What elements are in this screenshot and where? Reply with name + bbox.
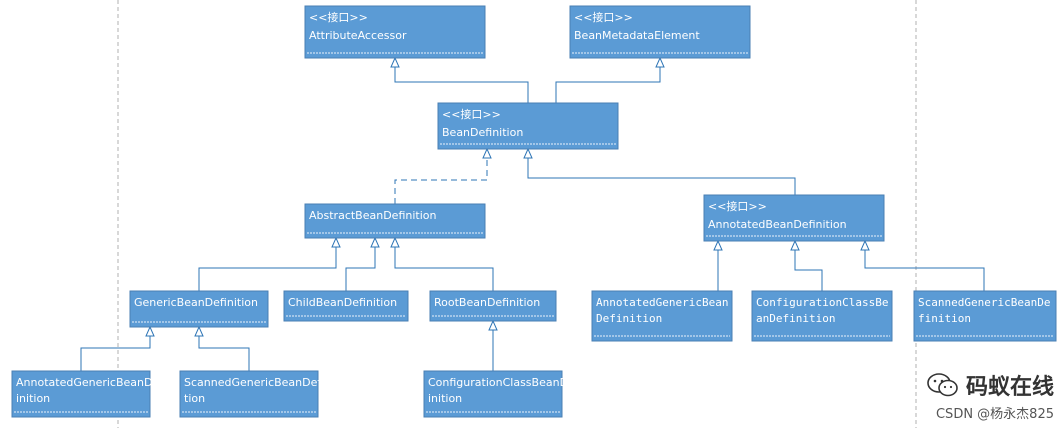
edge-scannedGenericBeanDefinitionLeft-to-genericBeanDefinition: [194, 325, 250, 371]
class-name-line: BeanDefinition: [442, 126, 523, 139]
class-name-line: inition: [16, 392, 50, 405]
class-name-line: AbstractBeanDefinition: [309, 209, 436, 222]
class-name-line: GenericBeanDefinition: [134, 296, 258, 309]
edge-configurationClassBeanDefinitionBottom-to-rootBeanDefinition: [488, 319, 498, 371]
class-box: [703, 194, 885, 242]
edge-annotatedGenericBeanDefinitionLeft-to-genericBeanDefinition: [80, 325, 155, 371]
class-box: [591, 290, 733, 342]
edge-line: [555, 58, 661, 103]
inheritance-arrowhead-icon: [488, 319, 498, 331]
class-node-childBeanDefinition[interactable]: ChildBeanDefinition: [283, 290, 409, 322]
class-name-line: AnnotatedGenericBean: [596, 296, 728, 309]
edge-rootBeanDefinition-to-abstractBeanDefinition: [390, 236, 494, 291]
edge-abstractBeanDefinition-to-beanDefinition: [394, 147, 492, 204]
inheritance-arrowhead-icon: [390, 56, 400, 68]
stereotype-label: <<接口>>: [442, 108, 501, 121]
class-box: [129, 290, 269, 328]
stereotype-label: <<接口>>: [708, 200, 767, 213]
class-node-abstractBeanDefinition[interactable]: AbstractBeanDefinition: [304, 203, 486, 239]
edge-annotatedGenericBeanDefinitionRight-to-annotatedBeanDefinition: [713, 239, 723, 291]
inheritance-edges: [80, 56, 985, 371]
edge-configurationClassBeanDefinitionRight-to-annotatedBeanDefinition: [790, 239, 823, 291]
inheritance-arrowhead-icon: [860, 239, 870, 251]
inheritance-arrowhead-icon: [370, 236, 380, 248]
edge-scannedGenericBeanDefinitionRight-to-annotatedBeanDefinition: [860, 239, 985, 291]
class-box: [751, 290, 893, 342]
edge-genericBeanDefinition-to-abstractBeanDefinition: [198, 236, 341, 291]
class-node-configurationClassBeanDefinitionBottom[interactable]: ConfigurationClassBeanDef inition: [423, 370, 580, 418]
wechat-icon: [927, 373, 958, 397]
class-name-line: finition: [918, 312, 971, 325]
edge-line: [394, 238, 494, 291]
class-node-scannedGenericBeanDefinitionLeft[interactable]: ScannedGenericBeanDefini tion: [179, 370, 334, 418]
edge-beanDefinition-to-attributeAccessor: [390, 56, 529, 103]
class-box: [423, 370, 563, 418]
inheritance-arrowhead-icon: [790, 239, 800, 251]
class-name-line: tion: [184, 392, 205, 405]
watermark-subtitle: CSDN @杨永杰825: [935, 407, 1054, 422]
class-node-beanMetadataElement[interactable]: <<接口>> BeanMetadataElement: [569, 5, 751, 59]
inheritance-arrowhead-icon: [482, 147, 492, 159]
class-box: [11, 370, 151, 418]
class-box: [179, 370, 319, 418]
inheritance-arrowhead-icon: [145, 325, 155, 337]
class-node-beanDefinition[interactable]: <<接口>> BeanDefinition: [437, 102, 619, 150]
stereotype-label: <<接口>>: [574, 11, 633, 24]
class-name-line: AttributeAccessor: [309, 29, 407, 42]
class-node-configurationClassBeanDefinitionRight[interactable]: ConfigurationClassBe anDefinition: [751, 290, 893, 342]
class-name-line: AnnotatedGenericBeanDef: [16, 376, 164, 389]
class-box: [569, 5, 751, 59]
edge-line: [794, 241, 823, 291]
inheritance-arrowhead-icon: [331, 236, 341, 248]
class-name-line: BeanMetadataElement: [574, 29, 700, 42]
edge-line: [527, 149, 796, 195]
class-name-line: anDefinition: [756, 312, 835, 325]
edge-line: [198, 238, 337, 291]
class-name-line: RootBeanDefinition: [434, 296, 540, 309]
inheritance-arrowhead-icon: [194, 325, 204, 337]
edge-line: [394, 58, 529, 103]
class-node-scannedGenericBeanDefinitionRight[interactable]: ScannedGenericBeanDe finition: [913, 290, 1057, 342]
watermark-title-row: 码蚁在线: [926, 369, 1054, 401]
class-box: [304, 203, 486, 239]
class-box: [304, 5, 486, 59]
class-name-line: AnnotatedBeanDefinition: [708, 218, 847, 231]
watermark-title: 码蚁在线: [965, 375, 1054, 400]
edge-beanDefinition-to-beanMetadataElement: [555, 56, 665, 103]
class-node-attributeAccessor[interactable]: <<接口>> AttributeAccessor: [304, 5, 486, 59]
watermark: 码蚁在线 CSDN @杨永杰825: [926, 369, 1054, 422]
edge-childBeanDefinition-to-abstractBeanDefinition: [345, 236, 380, 291]
edge-line: [864, 241, 985, 291]
inheritance-arrowhead-icon: [523, 147, 533, 159]
class-node-genericBeanDefinition[interactable]: GenericBeanDefinition: [129, 290, 269, 328]
class-name-line: ChildBeanDefinition: [288, 296, 397, 309]
page-boundary-lines: [117, 0, 917, 428]
edge-line: [394, 149, 488, 204]
edge-line: [198, 327, 250, 371]
edge-line: [80, 327, 151, 371]
class-node-annotatedGenericBeanDefinitionLeft[interactable]: AnnotatedGenericBeanDef inition: [11, 370, 164, 418]
stereotype-label: <<接口>>: [309, 11, 368, 24]
edge-annotatedBeanDefinition-to-beanDefinition: [523, 147, 796, 195]
class-name-line: ConfigurationClassBe: [756, 296, 888, 309]
inheritance-arrowhead-icon: [713, 239, 723, 251]
class-box: [913, 290, 1057, 342]
class-name-line: ConfigurationClassBeanDef: [428, 376, 580, 389]
class-node-rootBeanDefinition[interactable]: RootBeanDefinition: [429, 290, 557, 322]
edge-line: [345, 238, 376, 291]
class-nodes: <<接口>> AttributeAccessor <<接口>> BeanMetadat…: [11, 5, 1057, 418]
class-box: [437, 102, 619, 150]
inheritance-arrowhead-icon: [390, 236, 400, 248]
inheritance-arrowhead-icon: [655, 56, 665, 68]
class-node-annotatedBeanDefinition[interactable]: <<接口>> AnnotatedBeanDefinition: [703, 194, 885, 242]
class-name-line: ScannedGenericBeanDefini: [184, 376, 334, 389]
class-name-line: Definition: [596, 312, 662, 325]
class-name-line: inition: [428, 392, 462, 405]
class-name-line: ScannedGenericBeanDe: [918, 296, 1050, 309]
